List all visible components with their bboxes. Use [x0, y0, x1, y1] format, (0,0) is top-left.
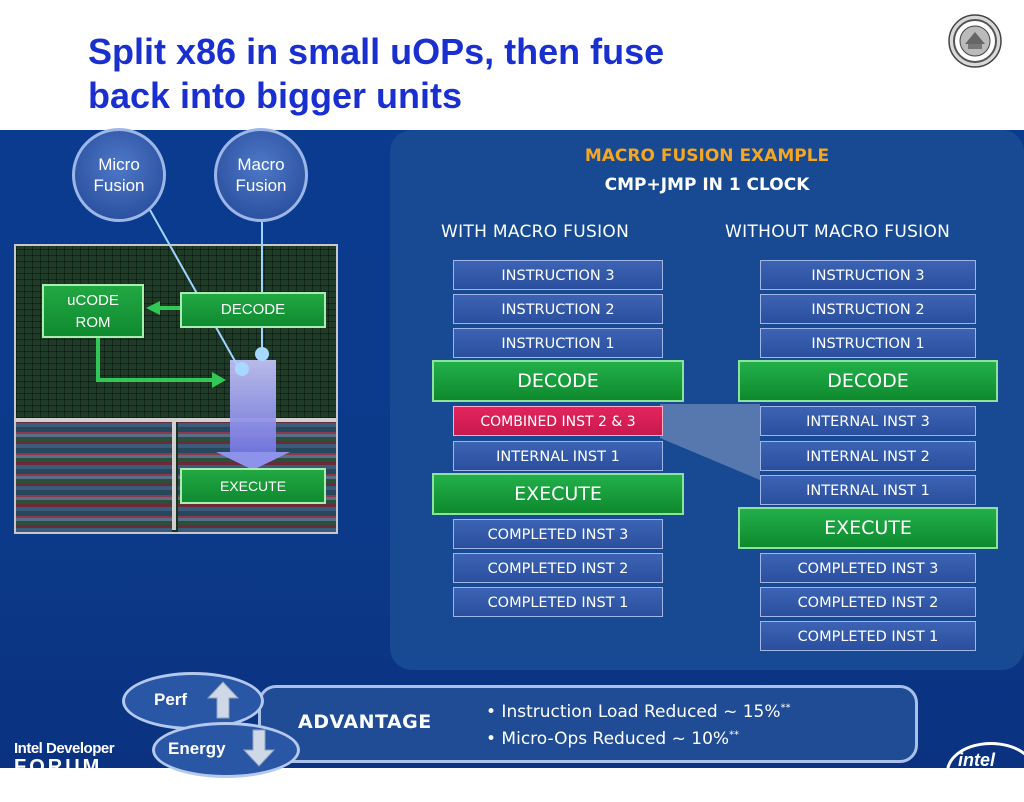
bullet-1-text: • Instruction Load Reduced ~ 15% — [486, 702, 781, 722]
with-instruction-1: INSTRUCTION 1 — [453, 328, 663, 358]
advantage-banner — [258, 685, 918, 763]
without-completed-inst-2: COMPLETED INST 2 — [760, 587, 976, 617]
without-instruction-1: INSTRUCTION 1 — [760, 328, 976, 358]
ucode-rom-line1: uCODE — [67, 292, 119, 309]
chip-strip-left — [16, 422, 172, 532]
perf-oval — [122, 672, 264, 730]
with-instruction-2: INSTRUCTION 2 — [453, 294, 663, 324]
without-completed-inst-3: COMPLETED INST 3 — [760, 553, 976, 583]
chip-grid-region — [16, 246, 336, 418]
without-fusion-header: WITHOUT MACRO FUSION — [725, 222, 951, 242]
fusion-connector-lines — [96, 209, 290, 470]
energy-label: Energy — [168, 739, 226, 758]
micro-fusion-line1: Micro — [98, 155, 140, 174]
title-line-2: back into bigger units — [88, 75, 463, 116]
without-execute-stage: EXECUTE — [738, 507, 998, 549]
fusion-combine-shade — [660, 404, 760, 480]
with-fusion-header: WITH MACRO FUSION — [441, 222, 630, 242]
with-internal-inst-1: INTERNAL INST 1 — [453, 441, 663, 471]
panel-subheading: CMP+JMP IN 1 CLOCK — [604, 175, 810, 195]
arrow-down-icon — [242, 729, 276, 767]
bullet-1-footnote-mark: ** — [780, 702, 791, 714]
with-completed-inst-2: COMPLETED INST 2 — [453, 553, 663, 583]
macro-fusion-bubble: Macro Fusion — [214, 128, 308, 222]
bullet-2-text: • Micro-Ops Reduced ~ 10% — [486, 729, 730, 749]
without-decode-stage: DECODE — [738, 360, 998, 402]
advantage-bullet-1: • Instruction Load Reduced ~ 15%** — [486, 702, 791, 722]
intel-developer-forum-logo: Intel Developer — [14, 740, 115, 757]
chip-divider-v — [172, 418, 176, 530]
macro-fusion-line2: Fusion — [235, 176, 287, 195]
with-completed-inst-1: COMPLETED INST 1 — [453, 587, 663, 617]
bullet-2-footnote-mark: ** — [729, 729, 740, 741]
ucode-rom-box: uCODE ROM — [42, 284, 144, 338]
advantage-label: ADVANTAGE — [298, 711, 432, 733]
without-instruction-3: INSTRUCTION 3 — [760, 260, 976, 290]
micro-fusion-line2: Fusion — [93, 176, 145, 195]
with-instruction-3: INSTRUCTION 3 — [453, 260, 663, 290]
with-execute-stage: EXECUTE — [432, 473, 684, 515]
advantage-bullet-2: • Micro-Ops Reduced ~ 10%** — [486, 729, 739, 749]
panel-heading: MACRO FUSION EXAMPLE — [584, 146, 830, 166]
micro-fusion-bubble: Micro Fusion — [72, 128, 166, 222]
ucode-rom-line2: ROM — [75, 314, 111, 331]
without-instruction-2: INSTRUCTION 2 — [760, 294, 976, 324]
slide-title: Split x86 in small uOPs, then fuse back … — [88, 30, 848, 118]
intel-logo-text: intel — [958, 750, 996, 770]
without-internal-inst-2: INTERNAL INST 2 — [760, 441, 976, 471]
with-decode-stage: DECODE — [432, 360, 684, 402]
with-completed-inst-3: COMPLETED INST 3 — [453, 519, 663, 549]
without-internal-inst-3: INTERNAL INST 3 — [760, 406, 976, 436]
left-decode-box: DECODE — [180, 292, 326, 328]
arrow-up-icon — [206, 681, 240, 719]
left-execute-box: EXECUTE — [180, 468, 326, 504]
without-internal-inst-1: INTERNAL INST 1 — [760, 475, 976, 505]
university-seal-icon — [948, 14, 1002, 68]
title-line-1: Split x86 in small uOPs, then fuse — [88, 31, 665, 72]
chip-die-image — [14, 244, 338, 534]
without-completed-inst-1: COMPLETED INST 1 — [760, 621, 976, 651]
perf-label: Perf — [154, 690, 188, 709]
macro-fusion-line1: Macro — [237, 155, 285, 174]
with-combined-inst: COMBINED INST 2 & 3 — [453, 406, 663, 436]
